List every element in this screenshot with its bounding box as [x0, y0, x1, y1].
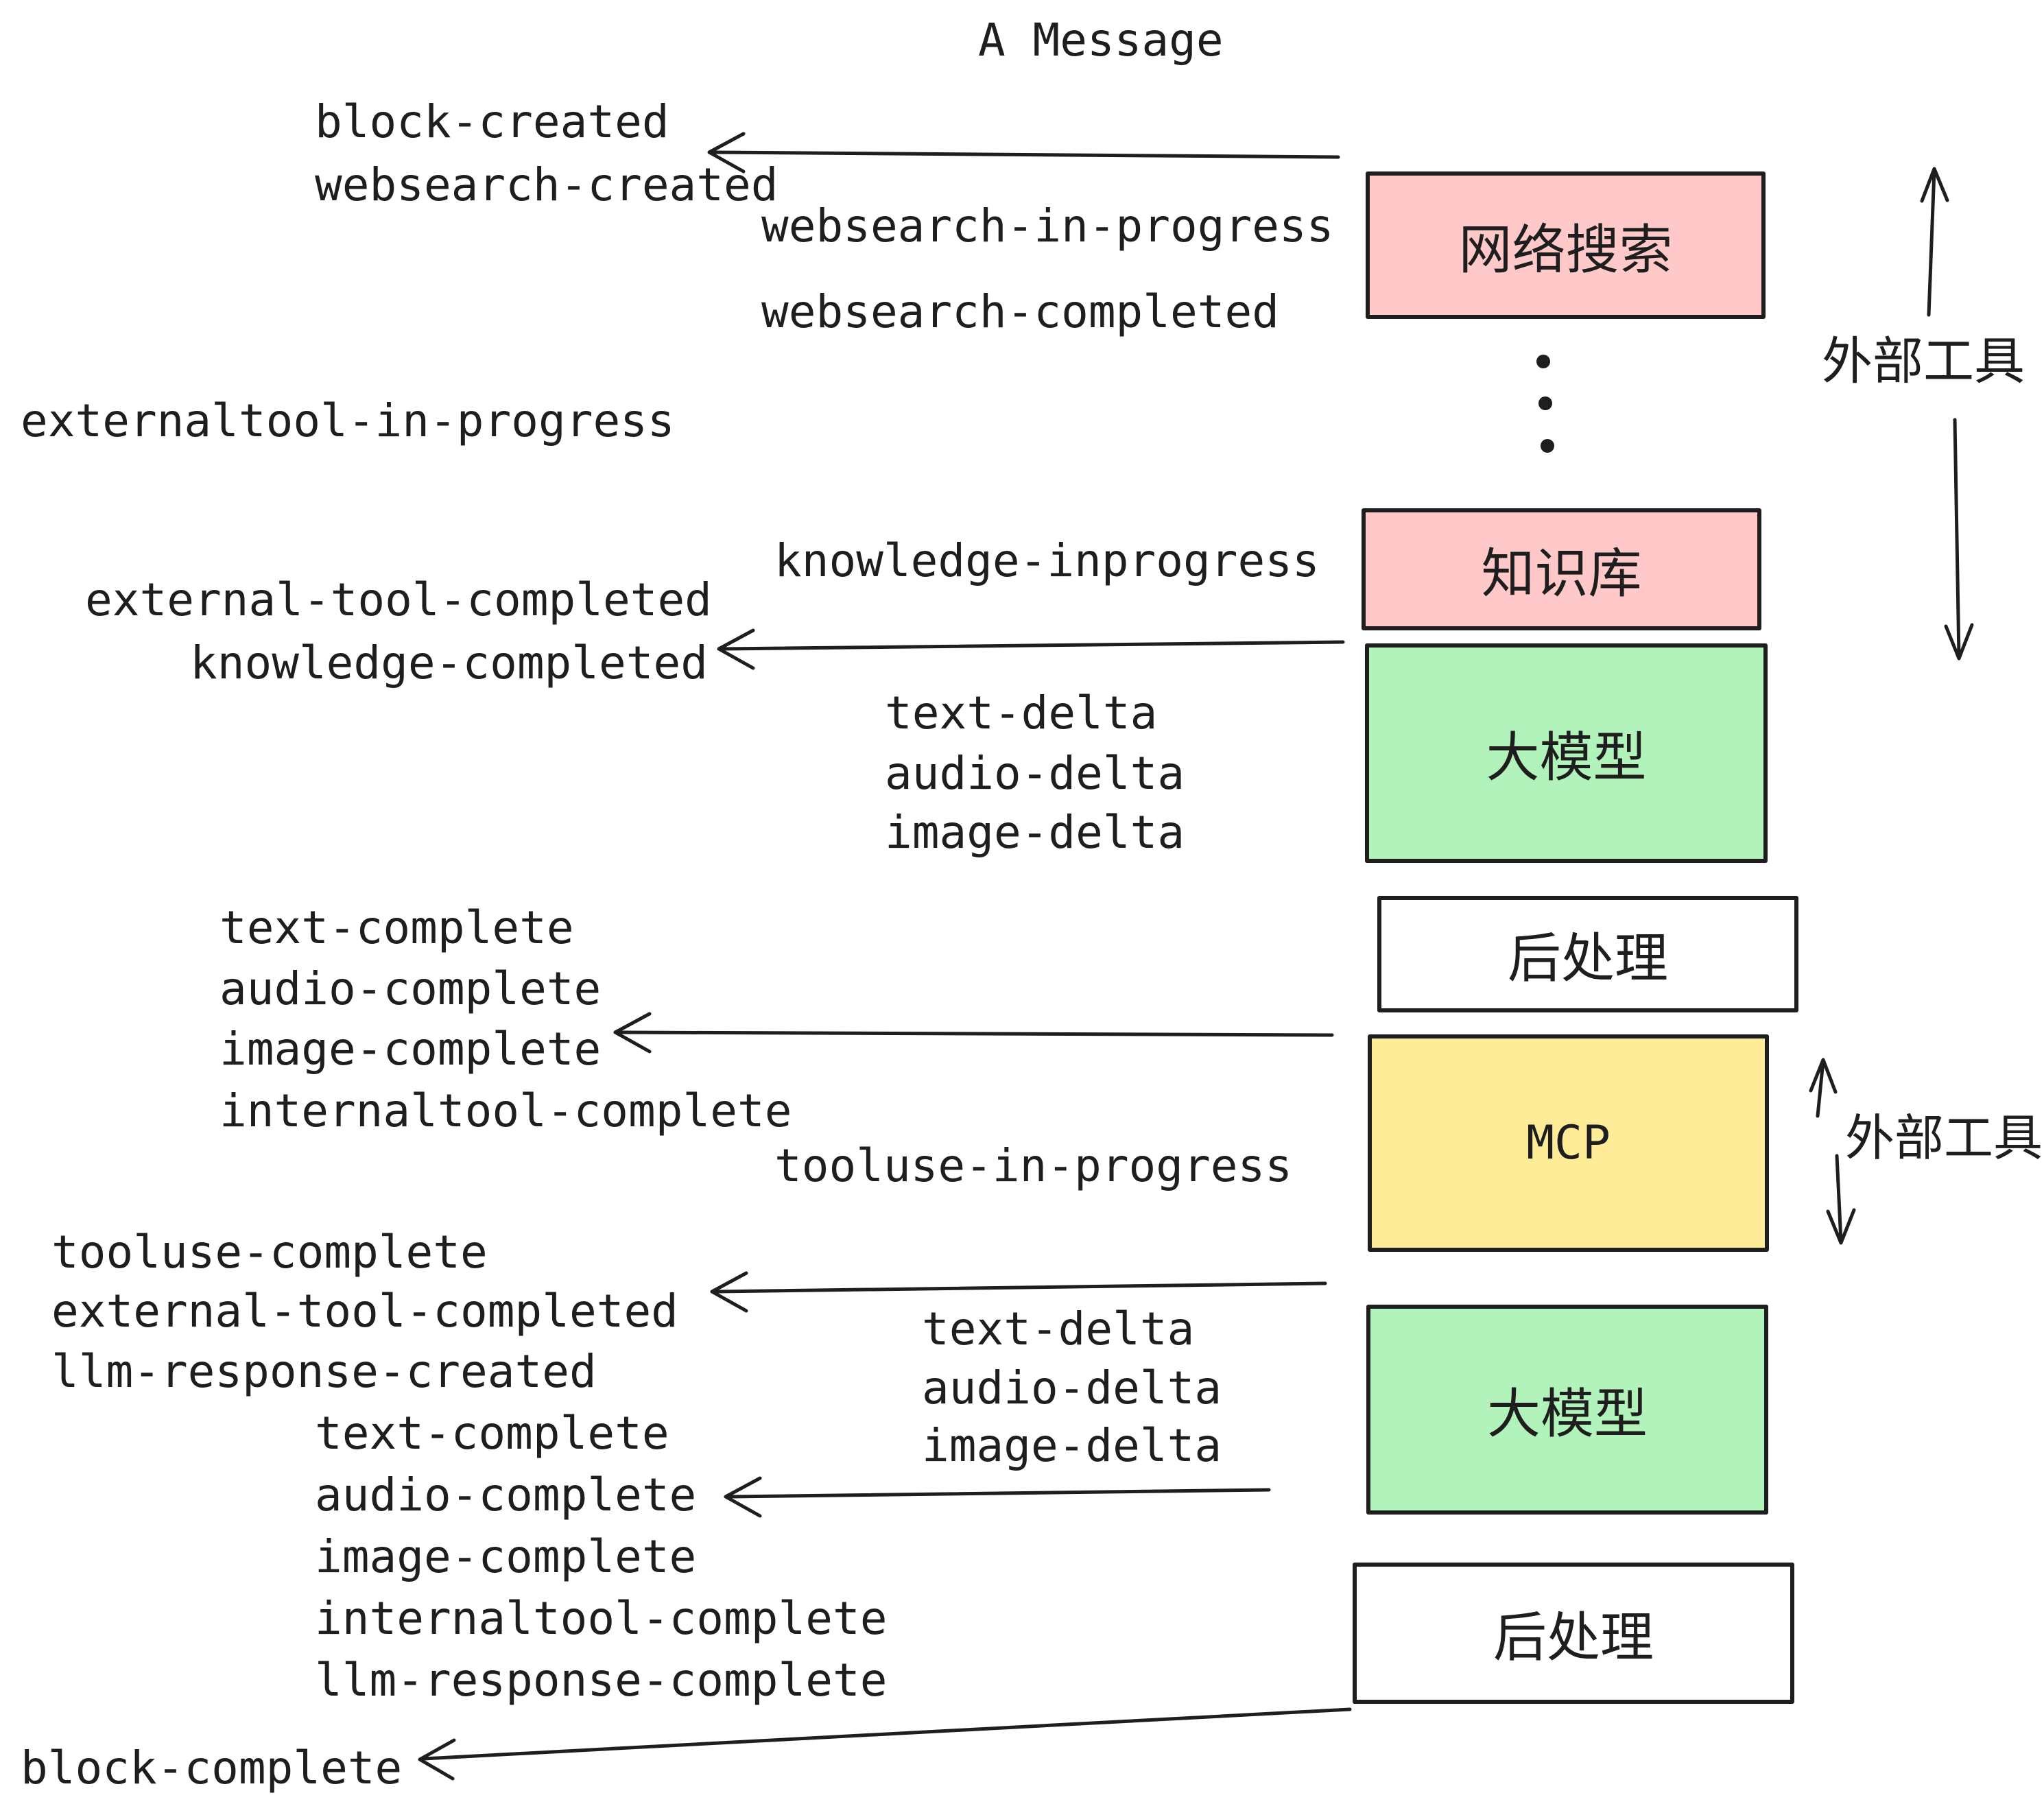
event-block-complete: block-complete [21, 1742, 403, 1794]
box-postprocess-1-label: 后处理 [1507, 928, 1668, 988]
arrow-external-tool-completed [710, 1271, 1327, 1313]
box-postprocess-1: 后处理 [1377, 896, 1798, 1012]
event-externaltool-in-progress: externaltool-in-progress [21, 394, 675, 447]
event-text-delta-2: text-delta [922, 1303, 1195, 1355]
box-postprocess-2: 后处理 [1353, 1563, 1794, 1704]
box-websearch: 网络搜索 [1366, 171, 1766, 319]
event-external-tool-completed-1: external-tool-completed [85, 573, 712, 626]
event-external-tool-completed-2: external-tool-completed [51, 1285, 678, 1338]
event-audio-complete-1: audio-complete [219, 962, 602, 1015]
label-external-tools-mcp: 外部工具 [1845, 1111, 2043, 1166]
event-text-complete-1: text-complete [219, 901, 574, 954]
arrow-audio-complete [724, 1476, 1271, 1518]
box-knowledge-base: 知识库 [1362, 508, 1761, 630]
box-websearch-label: 网络搜索 [1458, 219, 1673, 280]
event-audio-complete-2: audio-complete [315, 1469, 697, 1521]
arrow-image-complete [613, 1012, 1334, 1054]
event-image-complete-1: image-complete [219, 1023, 602, 1076]
label-external-tools-top: 外部工具 [1822, 333, 2025, 390]
event-image-delta-1: image-delta [885, 806, 1185, 859]
event-internaltool-complete-2: internaltool-complete [315, 1592, 888, 1645]
event-internaltool-complete-1: internaltool-complete [219, 1084, 792, 1137]
event-websearch-completed: websearch-completed [761, 285, 1279, 338]
arrow-block-complete [418, 1707, 1352, 1781]
event-audio-delta-2: audio-delta [922, 1362, 1222, 1414]
arrow-knowledge-completed [717, 628, 1345, 670]
box-mcp: MCP [1368, 1034, 1769, 1252]
event-llm-response-complete: llm-response-complete [315, 1654, 888, 1707]
event-websearch-created: websearch-created [315, 158, 779, 211]
arrow-mcp-external-down [1826, 1154, 1856, 1245]
event-tooluse-in-progress: tooluse-in-progress [774, 1139, 1292, 1192]
box-llm-2: 大模型 [1366, 1305, 1768, 1515]
event-image-complete-2: image-complete [315, 1530, 697, 1583]
event-image-delta-2: image-delta [922, 1419, 1222, 1472]
event-llm-response-created: llm-response-created [51, 1345, 597, 1398]
event-knowledge-completed: knowledge-completed [190, 637, 708, 689]
ellipsis-dots [1536, 355, 1554, 453]
event-text-complete-2: text-complete [315, 1407, 669, 1460]
event-websearch-in-progress: websearch-in-progress [761, 200, 1334, 252]
event-text-delta-1: text-delta [885, 687, 1158, 739]
event-block-created: block-created [315, 95, 669, 148]
box-llm-1: 大模型 [1365, 643, 1768, 863]
event-tooluse-complete: tooluse-complete [51, 1226, 488, 1279]
box-llm-1-label: 大模型 [1486, 727, 1647, 787]
box-knowledge-base-label: 知识库 [1481, 543, 1642, 604]
arrow-external-tools-down [1944, 418, 1974, 661]
arrow-external-tools-up [1920, 167, 1949, 317]
box-mcp-label: MCP [1526, 1116, 1611, 1170]
event-knowledge-inprogress: knowledge-inprogress [774, 534, 1320, 587]
box-llm-2-label: 大模型 [1486, 1384, 1648, 1444]
arrow-block-created [707, 132, 1340, 174]
box-postprocess-2-label: 后处理 [1493, 1607, 1654, 1667]
arrow-mcp-external-up [1809, 1058, 1838, 1118]
diagram-title: A Message [978, 14, 1224, 67]
event-audio-delta-1: audio-delta [885, 747, 1185, 800]
